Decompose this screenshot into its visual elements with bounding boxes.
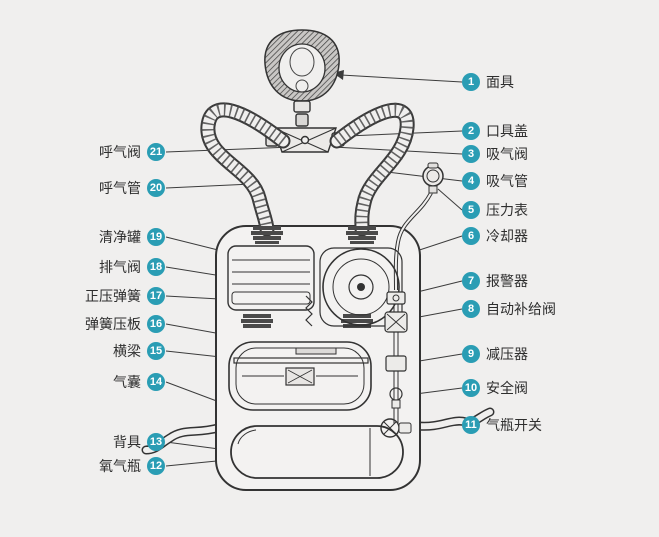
part-label: 减压器 [486,346,528,362]
part-label: 报警器 [486,273,528,289]
callout-exhale-valve: 呼气阀 21 [99,143,165,161]
part-label: 清净罐 [99,229,141,245]
part-number-badge: 13 [147,433,165,451]
callout-inhale-tube: 4 吸气管 [462,172,528,190]
part-number-badge: 10 [462,379,480,397]
part-number-badge: 12 [147,457,165,475]
part-number-badge: 2 [462,122,480,140]
part-number-badge: 20 [147,179,165,197]
callout-cooler: 6 冷却器 [462,227,528,245]
part-number-badge: 6 [462,227,480,245]
callout-mouthpiece-cover: 2 口具盖 [462,122,528,140]
part-label: 气囊 [113,374,141,390]
callout-safety-valve: 10 安全阀 [462,379,528,397]
canister-drawing [227,245,315,311]
part-label: 正压弹簧 [85,288,141,304]
part-label: 氧气瓶 [99,458,141,474]
part-label: 弹簧压板 [85,316,141,332]
callout-crossbeam: 横梁 15 [113,342,165,360]
callout-purifier-canister: 清净罐 19 [99,228,165,246]
part-number-badge: 7 [462,272,480,290]
part-number-badge: 8 [462,300,480,318]
callout-spring-plate: 弹簧压板 16 [85,315,165,333]
crossbeam-drawing [233,357,369,364]
mask-drawing [264,29,340,102]
callout-alarm: 7 报警器 [462,272,528,290]
part-number-badge: 5 [462,201,480,219]
part-label: 安全阀 [486,380,528,396]
part-label: 口具盖 [486,123,528,139]
exhale-hose-drawing [200,102,291,237]
part-number-badge: 4 [462,172,480,190]
part-label: 面具 [486,74,514,90]
callout-auto-supply-valve: 8 自动补给阀 [462,300,556,318]
callout-exhale-tube: 呼气管 20 [99,179,165,197]
part-label: 呼气阀 [99,144,141,160]
part-label: 排气阀 [99,259,141,275]
callout-air-bag: 气囊 14 [113,373,165,391]
callout-cylinder-valve: 11 气瓶开关 [462,416,542,434]
part-number-badge: 15 [147,342,165,360]
part-label: 压力表 [486,202,528,218]
hose-fitting-drawing [241,226,378,328]
part-label: 冷却器 [486,228,528,244]
part-number-badge: 1 [462,73,480,91]
callout-harness: 背具 13 [113,433,165,451]
callout-oxygen-cylinder: 氧气瓶 12 [99,457,165,475]
pressure-gauge-drawing [393,162,444,291]
part-number-badge: 9 [462,345,480,363]
part-number-badge: 11 [462,416,480,434]
callout-exhaust-valve: 排气阀 18 [99,258,165,276]
cooler-drawing [319,247,403,327]
part-number-badge: 14 [147,373,165,391]
inhale-hose-drawing [329,102,415,237]
part-number-badge: 19 [147,228,165,246]
part-number-badge: 3 [462,145,480,163]
callout-inhale-valve: 3 吸气阀 [462,145,528,163]
part-label: 呼气管 [99,180,141,196]
part-number-badge: 17 [147,287,165,305]
part-label: 气瓶开关 [486,417,542,433]
callout-pressure-reducer: 9 减压器 [462,345,528,363]
part-label: 吸气阀 [486,146,528,162]
part-number-badge: 16 [147,315,165,333]
part-number-badge: 18 [147,258,165,276]
part-number-badge: 21 [147,143,165,161]
oxygen-cylinder-drawing [230,425,404,479]
air-bag-drawing [228,341,372,411]
callout-pressure-gauge: 5 压力表 [462,201,528,219]
part-label: 背具 [113,434,141,450]
part-label: 吸气管 [486,173,528,189]
callout-positive-pressure-spring: 正压弹簧 17 [85,287,165,305]
valve-column-drawing [380,291,412,438]
part-label: 自动补给阀 [486,301,556,317]
callout-mask: 1 面具 [462,73,514,91]
part-label: 横梁 [113,343,141,359]
